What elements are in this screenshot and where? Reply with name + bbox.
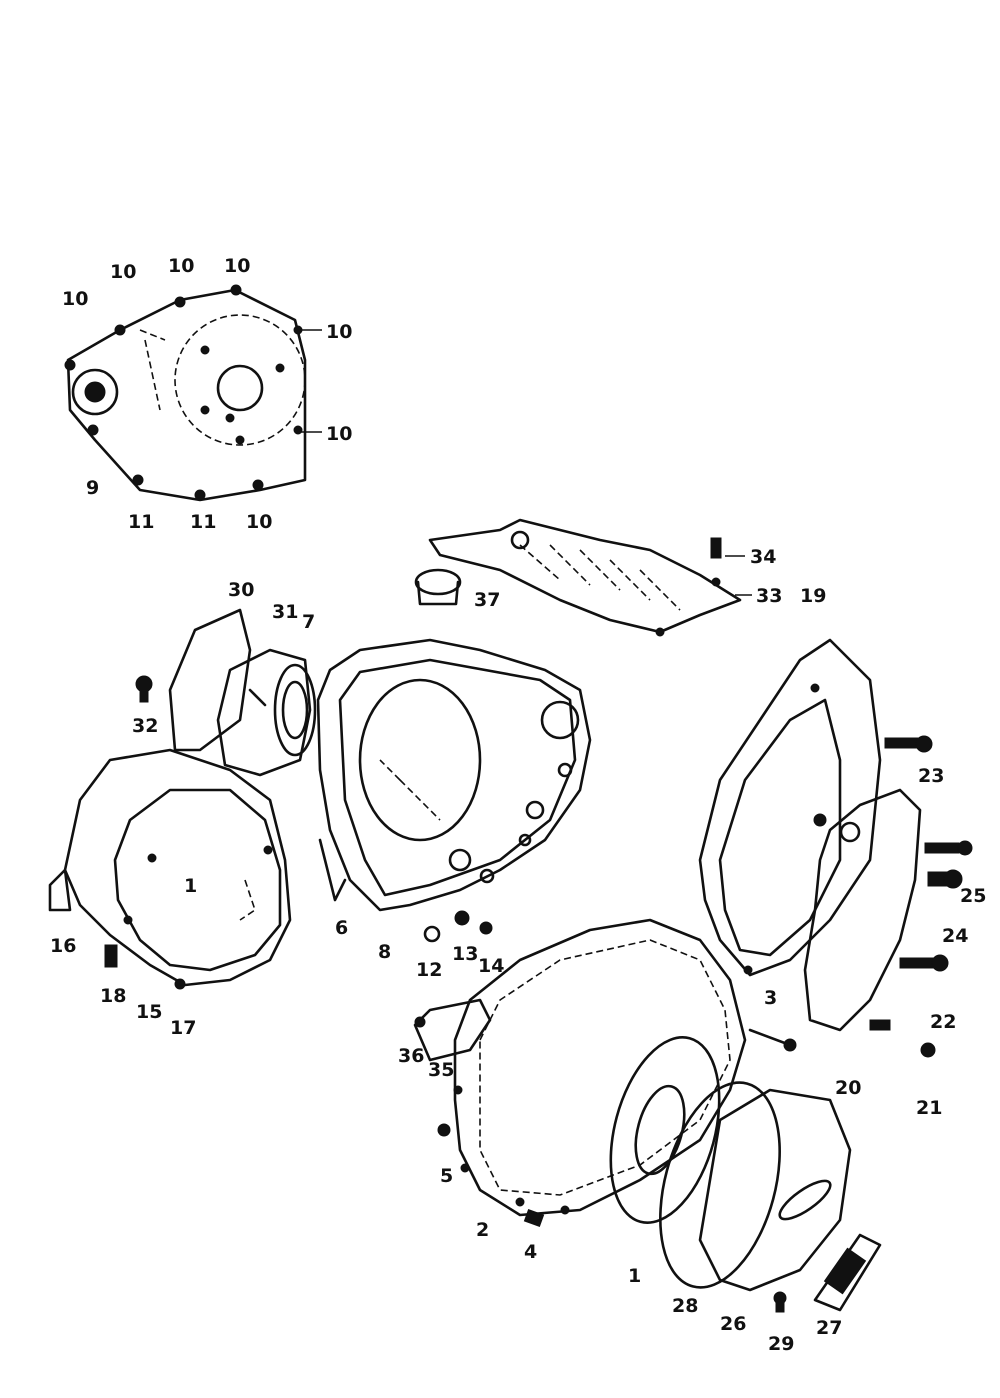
bolt-4 (523, 1208, 545, 1228)
callout-6: 6 (335, 917, 348, 939)
callout-14: 14 (478, 955, 504, 977)
bolt-25 (924, 840, 973, 856)
callout-22: 22 (930, 1011, 956, 1033)
callout-10: 10 (110, 261, 136, 283)
stator-plate-and-gasket (316, 638, 592, 912)
callout-15: 15 (136, 1001, 162, 1023)
small-parts-12-13-14 (423, 910, 493, 943)
callout-30: 30 (228, 579, 254, 601)
callout-31: 31 (272, 601, 298, 623)
callout-26: 26 (720, 1313, 746, 1335)
clutch-cover (413, 918, 747, 1217)
bolt-23 (884, 735, 933, 753)
gasket-bolt-holes (64, 284, 303, 501)
callout-10: 10 (326, 321, 352, 343)
callout-9: 9 (86, 477, 99, 499)
callout-3: 3 (764, 987, 777, 1009)
callout-1: 1 (184, 875, 197, 897)
callout-34: 34 (750, 546, 776, 568)
callout-16: 16 (50, 935, 76, 957)
callout-10: 10 (326, 423, 352, 445)
callout-13: 13 (452, 943, 478, 965)
callout-7: 7 (302, 611, 315, 633)
crankcase-cover-gasket (64, 284, 322, 502)
callout-5: 5 (440, 1165, 453, 1187)
callout-21: 21 (916, 1097, 942, 1119)
callout-20: 20 (835, 1077, 861, 1099)
callout-18: 18 (100, 985, 126, 1007)
callout-32: 32 (132, 715, 158, 737)
callout-11: 11 (190, 511, 216, 533)
bolts-21-25 (869, 735, 973, 1058)
callout-27: 27 (816, 1317, 842, 1339)
callout-10: 10 (168, 255, 194, 277)
callout-28: 28 (672, 1295, 698, 1317)
callout-36: 36 (398, 1045, 424, 1067)
callout-10: 10 (246, 511, 272, 533)
callout-17: 17 (170, 1017, 196, 1039)
clutch-outer-covers (609, 1036, 882, 1312)
callout-11: 11 (128, 511, 154, 533)
callout-24: 24 (942, 925, 968, 947)
callout-19: 19 (800, 585, 826, 607)
bolt-34 (710, 537, 745, 559)
screw-29 (773, 1291, 787, 1313)
callout-12: 12 (416, 959, 442, 981)
bolt-32 (135, 675, 153, 703)
oil-filler-cap (414, 568, 462, 606)
callout-25: 25 (960, 885, 986, 907)
callout-4: 4 (524, 1241, 537, 1263)
callout-8: 8 (378, 941, 391, 963)
generator-cover (48, 748, 292, 990)
callout-10: 10 (224, 255, 250, 277)
bolt-18 (104, 944, 118, 968)
callout-35: 35 (428, 1059, 454, 1081)
callout-labels: 10 10 10 10 10 10 10 9 11 11 34 33 37 19… (50, 255, 986, 1355)
callout-10: 10 (62, 288, 88, 310)
callout-1: 1 (628, 1265, 641, 1287)
bolt-3 (748, 1028, 797, 1052)
callout-37: 37 (474, 589, 500, 611)
sprocket-cover (698, 638, 882, 977)
callout-33: 33 (756, 585, 782, 607)
bolt-21 (869, 1019, 936, 1058)
bolt-24 (927, 869, 963, 889)
callout-29: 29 (768, 1333, 794, 1355)
top-cover-plate (428, 518, 742, 637)
callout-23: 23 (918, 765, 944, 787)
callout-2: 2 (476, 1219, 489, 1241)
sprocket-cover-inner (803, 788, 922, 1032)
rotor-assembly (168, 608, 317, 777)
bolt-22 (899, 954, 949, 972)
